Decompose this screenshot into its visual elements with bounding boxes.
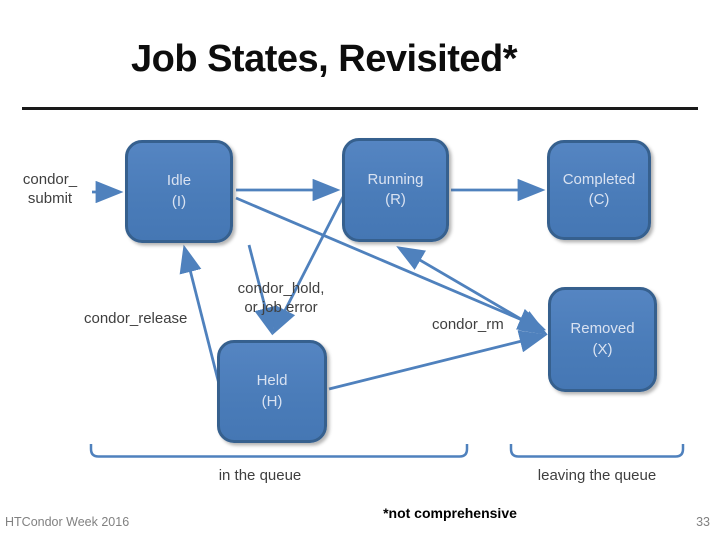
state-name: Completed [562,170,636,188]
footer-event-name: HTCondor Week 2016 [5,515,130,529]
label-condor-hold-line2: or job error [244,298,318,316]
state-box-running: Running (R) [342,138,449,242]
state-code: (I) [171,192,187,210]
state-name: Removed [570,320,635,338]
caption-leaving-the-queue: leaving the queue [537,467,657,484]
state-name: Held [256,372,288,390]
state-name: Running [367,170,424,188]
bracket-leaving-queue [509,444,685,458]
label-condor-hold-line1: condor_hold, [237,280,325,297]
label-condor-release: condor_release [84,310,188,327]
state-box-held: Held (H) [217,340,327,443]
label-condor-hold: condor_hold, or job error [222,280,340,318]
state-code: (X) [592,340,613,358]
state-box-removed: Removed (X) [548,287,657,392]
footer-page-number: 33 [696,515,710,529]
label-condor-submit: condor_ submit [10,171,90,209]
label-condor-submit-line2: submit [27,189,73,207]
state-code: (C) [588,191,610,208]
arrow-held-to-removed-rm [328,330,548,391]
state-box-idle: Idle (I) [125,140,233,243]
state-box-completed: Completed (C) [547,140,651,240]
state-code: (R) [385,191,406,208]
label-condor-submit-line1: condor_ [22,171,78,188]
bracket-in-queue [89,444,469,458]
title-divider-line [22,107,698,110]
arrow-held-to-idle-release [179,244,222,389]
label-condor-rm: condor_rm [432,316,504,333]
footer-footnote: *not comprehensive [383,505,517,521]
state-code: (H) [261,392,283,410]
slide-title: Job States, Revisited* [130,38,518,80]
state-name: Idle [166,172,192,190]
caption-in-the-queue: in the queue [218,467,302,484]
